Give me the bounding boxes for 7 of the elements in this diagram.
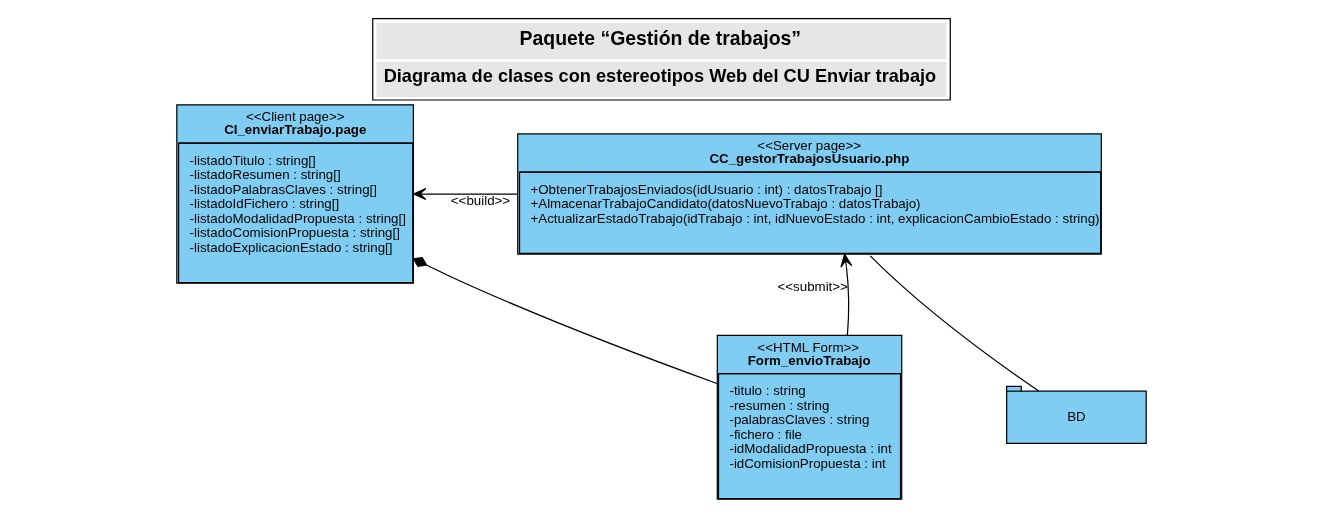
edge-label: <<submit>> bbox=[777, 278, 848, 294]
connector bbox=[412, 256, 718, 384]
diagram-title: Paquete “Gestión de trabajos” bbox=[519, 26, 802, 49]
arrow bbox=[840, 253, 853, 336]
caption: Diagrama de clases con estereotipos Web del CU Enviar trabajo bbox=[383, 65, 937, 86]
arrow bbox=[413, 187, 519, 200]
edge-label: <<build>> bbox=[450, 192, 511, 208]
